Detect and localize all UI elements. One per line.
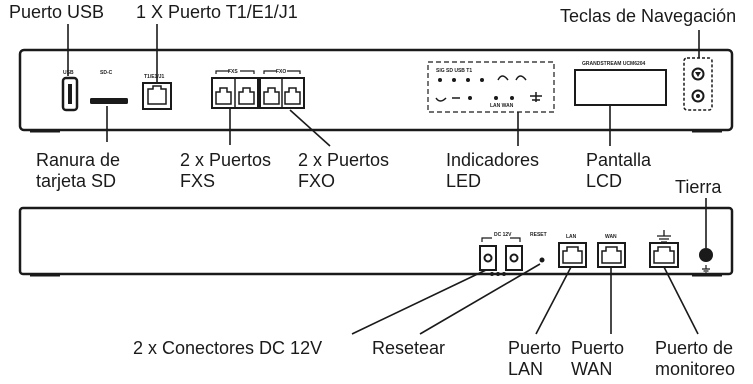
callout-dc-connectors: 2 x Conectores DC 12V xyxy=(133,338,323,358)
reset-pinhole xyxy=(539,257,545,263)
rear-panel xyxy=(18,198,734,335)
callout-lan-port: Puerto LAN xyxy=(508,338,561,380)
silk-lan: LAN xyxy=(566,234,577,240)
callout-lcd-line-1: Pantalla xyxy=(586,150,652,170)
callout-fxs-line-2: FXS xyxy=(180,171,216,191)
navigation-keys xyxy=(683,57,713,111)
callout-sd-line-1: Ranura de xyxy=(36,150,121,170)
callout-led-line-2: LED xyxy=(446,171,482,191)
callout-lcd-line-2: LCD xyxy=(586,171,623,191)
fxs-ports xyxy=(211,70,259,109)
rear-leader-lines xyxy=(351,198,707,335)
silk-fxs: FXS xyxy=(228,69,238,75)
t1-port xyxy=(142,82,172,110)
lcd-screen xyxy=(574,69,667,106)
callout-fxo-line-1: 2 x Puertos xyxy=(298,150,390,170)
silk-t1: T1/E1/J1 xyxy=(144,74,165,80)
callout-usb-port: Puerto USB xyxy=(9,2,105,22)
wan-port xyxy=(597,242,626,268)
rear-panel-body xyxy=(18,206,734,276)
front-leader-lines xyxy=(67,24,700,147)
callout-fxo-line-2: FXO xyxy=(298,171,336,191)
fxo-ports xyxy=(259,70,305,109)
callout-sd-line-2: tarjeta SD xyxy=(36,171,117,191)
callout-monitoring-line-2: monitoreo xyxy=(655,359,736,379)
silk-wan: WAN xyxy=(605,234,617,240)
callout-wan-line-2: WAN xyxy=(571,359,613,379)
callout-sd-slot: Ranura de tarjeta SD xyxy=(36,150,120,192)
monitoring-port xyxy=(649,230,679,268)
callout-ground: Tierra xyxy=(675,177,722,197)
dc-connectors xyxy=(479,237,523,276)
callout-fxs-ports: 2 x Puertos FXS xyxy=(180,150,271,192)
callout-lan-line-2: LAN xyxy=(508,359,544,379)
sd-card-slot xyxy=(90,98,128,104)
silk-dc: DC 12V xyxy=(494,232,512,238)
front-panel xyxy=(18,24,734,147)
callout-lan-line-1: Puerto xyxy=(508,338,562,358)
silk-usb: USB xyxy=(63,70,74,76)
silk-fxo: FXO xyxy=(276,69,287,75)
callout-lcd-screen: Pantalla LCD xyxy=(586,150,651,192)
silk-lcd: GRANDSTREAM UCM6204 xyxy=(582,61,646,67)
callout-t1-port: 1 X Puerto T1/E1/J1 xyxy=(136,2,298,22)
callout-led-indicators: Indicadores LED xyxy=(446,150,539,192)
callout-monitoring-line-1: Puerto de xyxy=(655,338,734,358)
callout-fxs-line-1: 2 x Puertos xyxy=(180,150,272,170)
callout-fxo-ports: 2 x Puertos FXO xyxy=(298,150,389,192)
callout-wan-line-1: Puerto xyxy=(571,338,625,358)
silk-led-top: SIG SD USB T1 xyxy=(436,68,473,74)
callout-reset: Resetear xyxy=(372,338,446,358)
callout-monitoring-port: Puerto de monitoreo xyxy=(655,338,735,380)
ground-terminal xyxy=(699,248,713,274)
silk-led-bottom: LAN WAN xyxy=(490,103,514,109)
silk-sd: SD-C xyxy=(100,70,113,76)
callout-wan-port: Puerto WAN xyxy=(571,338,624,380)
callout-navigation-keys: Teclas de Navegación xyxy=(560,6,737,26)
callout-led-line-1: Indicadores xyxy=(446,150,540,170)
led-indicators xyxy=(427,61,555,113)
lan-port xyxy=(558,242,587,268)
front-panel-body xyxy=(18,48,734,132)
silk-reset: RESET xyxy=(530,232,547,238)
